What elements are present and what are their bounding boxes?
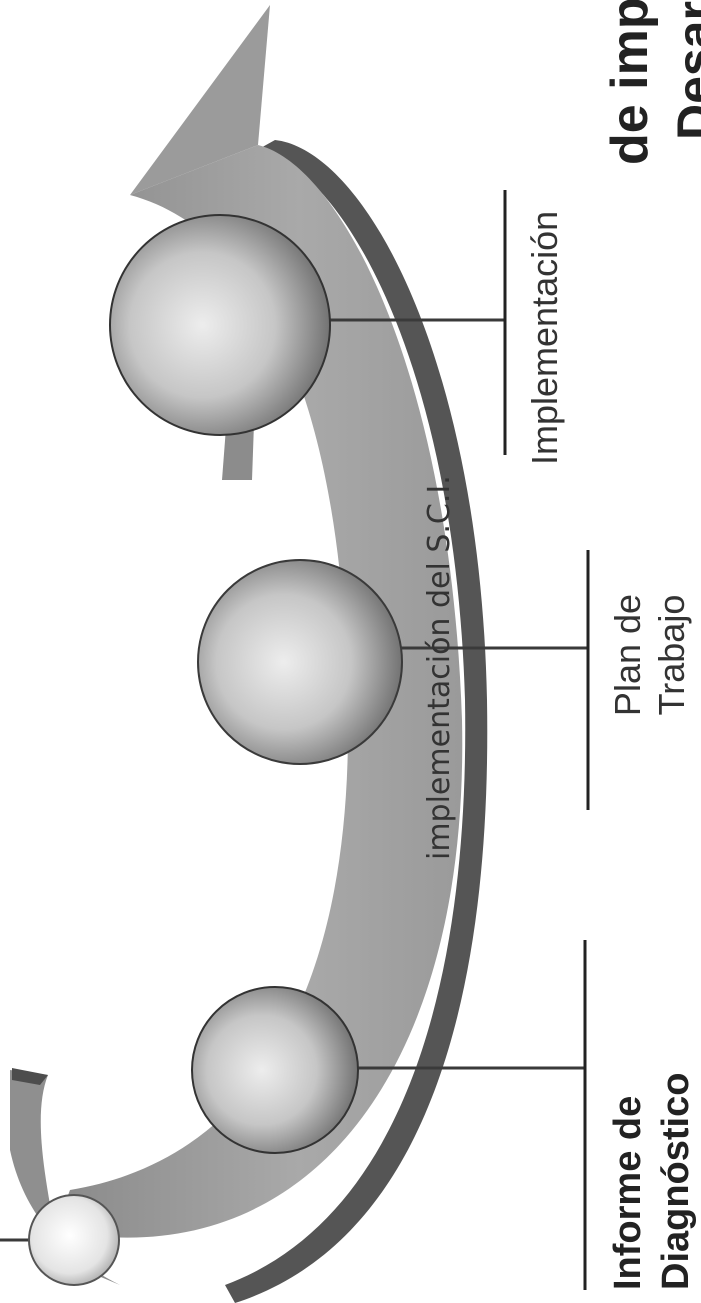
sphere-informe bbox=[192, 987, 358, 1153]
sphere-plan bbox=[198, 560, 402, 764]
title-partial-line2: de impl bbox=[600, 0, 660, 165]
label-plan: Plan de Trabajo bbox=[606, 545, 696, 765]
label-implementacion: Implementación bbox=[520, 165, 570, 465]
sphere-implementacion bbox=[110, 215, 330, 435]
label-informe-line2: Diagnóstico bbox=[652, 980, 700, 1290]
sphere-start bbox=[29, 1195, 119, 1285]
label-informe: Informe de Diagnóstico bbox=[604, 980, 701, 1290]
label-plan-line2: Trabajo bbox=[650, 545, 694, 765]
label-informe-line1: Informe de bbox=[604, 980, 652, 1290]
label-plan-line1: Plan de bbox=[606, 545, 650, 765]
title-partial-line1: Desarrollo bbox=[665, 0, 701, 140]
top-caption: implementación del S.C.I. bbox=[420, 480, 460, 860]
label-implementacion-line1: Implementación bbox=[524, 211, 565, 465]
